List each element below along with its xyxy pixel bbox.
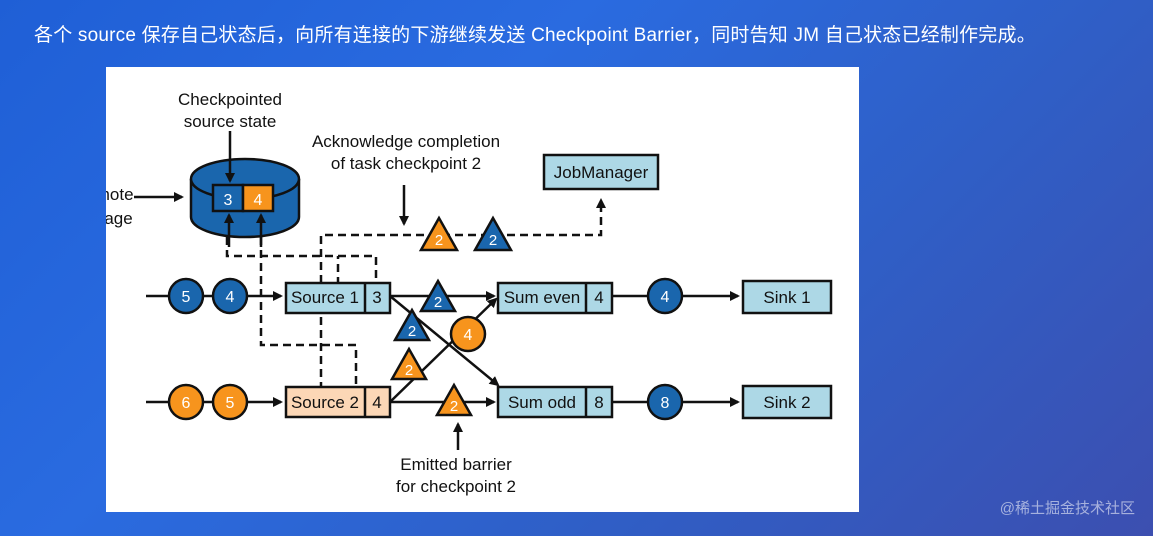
checkpoint-diagram: 3 4 Checkpointed source state Remote sto…	[74, 90, 833, 496]
sum-odd-task: Sum odd 8	[496, 385, 614, 419]
jobmanager-box	[542, 153, 660, 191]
svg-text:4: 4	[464, 327, 473, 344]
barrier-s2-to-odd: 2	[434, 382, 474, 417]
remote-storage: 3 4	[189, 157, 301, 239]
stored-state-1-label: 3	[224, 192, 233, 209]
ack-label: Acknowledge completion	[312, 132, 500, 151]
sum-even-task: Sum even 4	[496, 281, 614, 315]
sum-odd-label: Sum odd	[508, 393, 576, 412]
jobmanager-label: JobManager	[554, 163, 649, 182]
source1-label: Source 1	[291, 288, 359, 307]
svg-text:2: 2	[450, 398, 458, 415]
source2-state: 4	[372, 393, 381, 412]
svg-text:4: 4	[661, 289, 670, 306]
diagram-panel: 3 4 Checkpointed source state Remote sto…	[74, 67, 859, 512]
source1-input-record-4: 4	[211, 277, 249, 315]
svg-text:2: 2	[434, 294, 442, 311]
source2-input-record-5: 5	[211, 383, 249, 421]
svg-text:2: 2	[408, 323, 416, 340]
ack-barrier-orange: 2	[418, 215, 460, 252]
s2-to-even-line	[389, 297, 498, 403]
sink2-label: Sink 2	[763, 393, 810, 412]
source2-label: Source 2	[291, 393, 359, 412]
source1-task: Source 1 3	[284, 281, 392, 315]
svg-text:2: 2	[489, 232, 497, 249]
remote-label: Remote	[106, 185, 134, 204]
s1-to-odd-line	[389, 295, 500, 387]
stored-state-2	[241, 183, 275, 213]
source2-task: Source 2 4	[284, 385, 392, 419]
ack-label-2: of task checkpoint 2	[331, 154, 481, 173]
sum-even-state: 4	[594, 288, 603, 307]
sink1-label: Sink 1	[763, 288, 810, 307]
sink2-box	[741, 384, 833, 420]
svg-text:6: 6	[182, 395, 191, 412]
checkpointed-label-2: source state	[184, 112, 277, 131]
source2-input-record-6: 6	[167, 383, 205, 421]
svg-text:5: 5	[182, 289, 191, 306]
ack-barrier-blue: 2	[472, 215, 514, 252]
remote-label-2: storage	[106, 209, 133, 228]
even-output-record: 4	[646, 277, 684, 315]
watermark: @稀土掘金技术社区	[999, 500, 1135, 517]
slide-title: 各个 source 保存自己状态后，向所有连接的下游继续发送 Checkpoin…	[34, 25, 1036, 46]
sum-odd-state: 8	[594, 393, 603, 412]
svg-text:2: 2	[405, 362, 413, 379]
emitted-label-2: for checkpoint 2	[396, 477, 516, 496]
sink1-box	[741, 279, 833, 315]
emitted-label: Emitted barrier	[400, 455, 512, 474]
checkpointed-label: Checkpointed	[178, 90, 282, 109]
barrier-s1-to-even: 2	[418, 278, 458, 313]
source1-state: 3	[372, 288, 381, 307]
barrier-s2-to-even: 2	[389, 346, 429, 381]
stored-state-2-label: 4	[254, 192, 263, 209]
record-s2-to-even: 4	[449, 315, 487, 353]
ack-dashed-lines	[225, 198, 606, 387]
source1-input-record-5: 5	[167, 277, 205, 315]
svg-text:4: 4	[226, 289, 235, 306]
svg-text:2: 2	[435, 232, 443, 249]
odd-output-record: 8	[646, 383, 684, 421]
svg-text:8: 8	[661, 395, 670, 412]
barrier-s1-to-odd: 2	[392, 307, 432, 342]
svg-text:5: 5	[226, 395, 235, 412]
sum-even-label: Sum even	[504, 288, 581, 307]
